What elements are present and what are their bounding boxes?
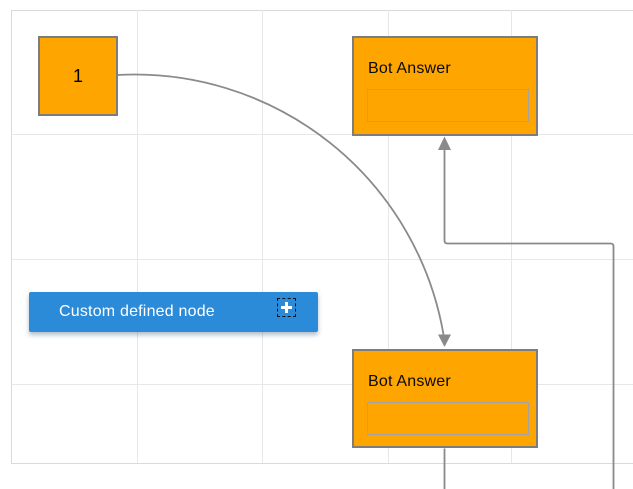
bot-answer-bottom-title: Bot Answer (368, 373, 451, 390)
custom-defined-node[interactable]: Custom defined node (29, 292, 318, 332)
bot-answer-top-text-field[interactable] (367, 89, 529, 122)
orthogonal-connector-arrowhead-icon (438, 136, 451, 150)
curved-connector-arrowhead-icon (438, 334, 451, 347)
curved-connector[interactable] (117, 73, 445, 335)
node-1-label: 1 (72, 65, 83, 86)
bot-answer-node-bottom[interactable]: Bot Answer (352, 349, 538, 448)
orthogonal-connector[interactable] (443, 149, 615, 489)
bot-answer-node-top[interactable]: Bot Answer (352, 36, 538, 136)
bot-answer-top-title: Bot Answer (368, 60, 451, 77)
bot-answer-bottom-text-field[interactable] (367, 402, 529, 435)
node-1[interactable]: 1 (38, 36, 118, 116)
add-node-button[interactable] (277, 298, 296, 317)
custom-defined-node-label: Custom defined node (59, 303, 215, 320)
plus-icon (278, 299, 295, 316)
connectors (117, 73, 615, 489)
